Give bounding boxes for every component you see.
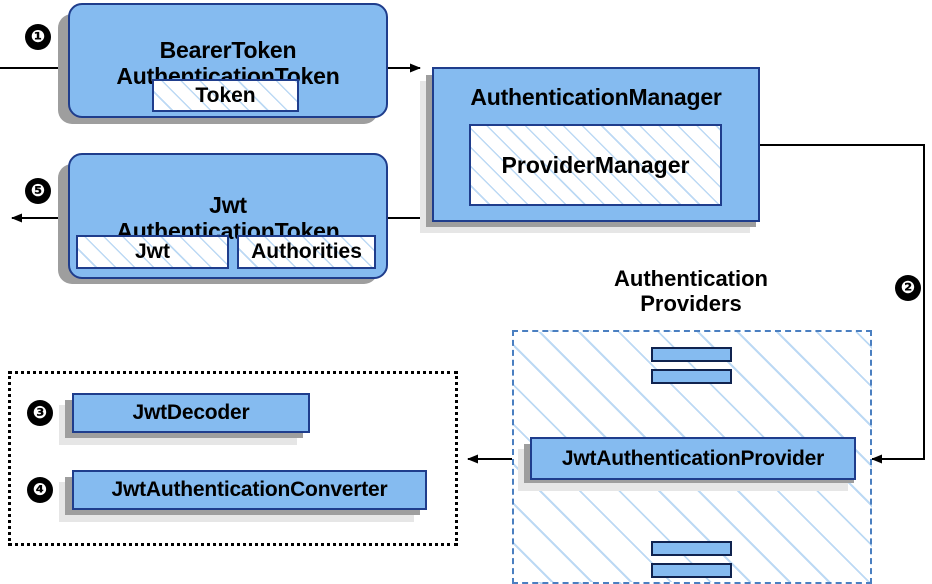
jwt-token-inner-authorities-box: Authorities [237, 235, 376, 269]
support-components-region [8, 371, 458, 546]
provider-stub-bar-top-2 [651, 369, 732, 384]
step-badge-2: ❷ [895, 275, 921, 301]
jwt-token-inner-jwt-label: Jwt [134, 240, 170, 263]
jwt-token-inner-jwt-box: Jwt [76, 235, 229, 269]
providers-label-line1: Authentication [614, 266, 768, 291]
jwt-auth-provider-node[interactable]: JwtAuthenticationProvider [530, 437, 856, 480]
provider-stub-bar-bottom-1 [651, 541, 732, 556]
authentication-manager-inner-provider-manager-box: ProviderManager [469, 124, 722, 206]
jwt-token-title-line1: Jwt [209, 192, 247, 219]
authentication-providers-label: Authentication Providers [566, 266, 816, 317]
authentication-manager-title: AuthenticationManager [470, 84, 722, 110]
provider-stub-bar-bottom-2 [651, 563, 732, 578]
step-badge-3: ❸ [27, 400, 53, 426]
jwt-decoder-node[interactable]: JwtDecoder [72, 393, 310, 433]
jwt-converter-label: JwtAuthenticationConverter [111, 478, 388, 502]
jwt-token-inner-authorities-label: Authorities [251, 240, 362, 263]
jwt-converter-node[interactable]: JwtAuthenticationConverter [72, 470, 427, 510]
bearer-token-inner-token-label: Token [195, 83, 256, 107]
jwt-auth-provider-label: JwtAuthenticationProvider [561, 446, 825, 470]
step-badge-4: ❹ [27, 477, 53, 503]
provider-stub-bar-top-1 [651, 347, 732, 362]
provider-manager-label: ProviderManager [501, 151, 690, 178]
jwt-decoder-label: JwtDecoder [132, 401, 250, 425]
providers-label-line2: Providers [640, 291, 742, 317]
step-badge-5: ❺ [25, 178, 51, 204]
bearer-token-inner-token-box: Token [152, 79, 299, 112]
bearer-token-title-line1: BearerToken [159, 36, 297, 63]
step-badge-1: ❶ [25, 24, 51, 50]
